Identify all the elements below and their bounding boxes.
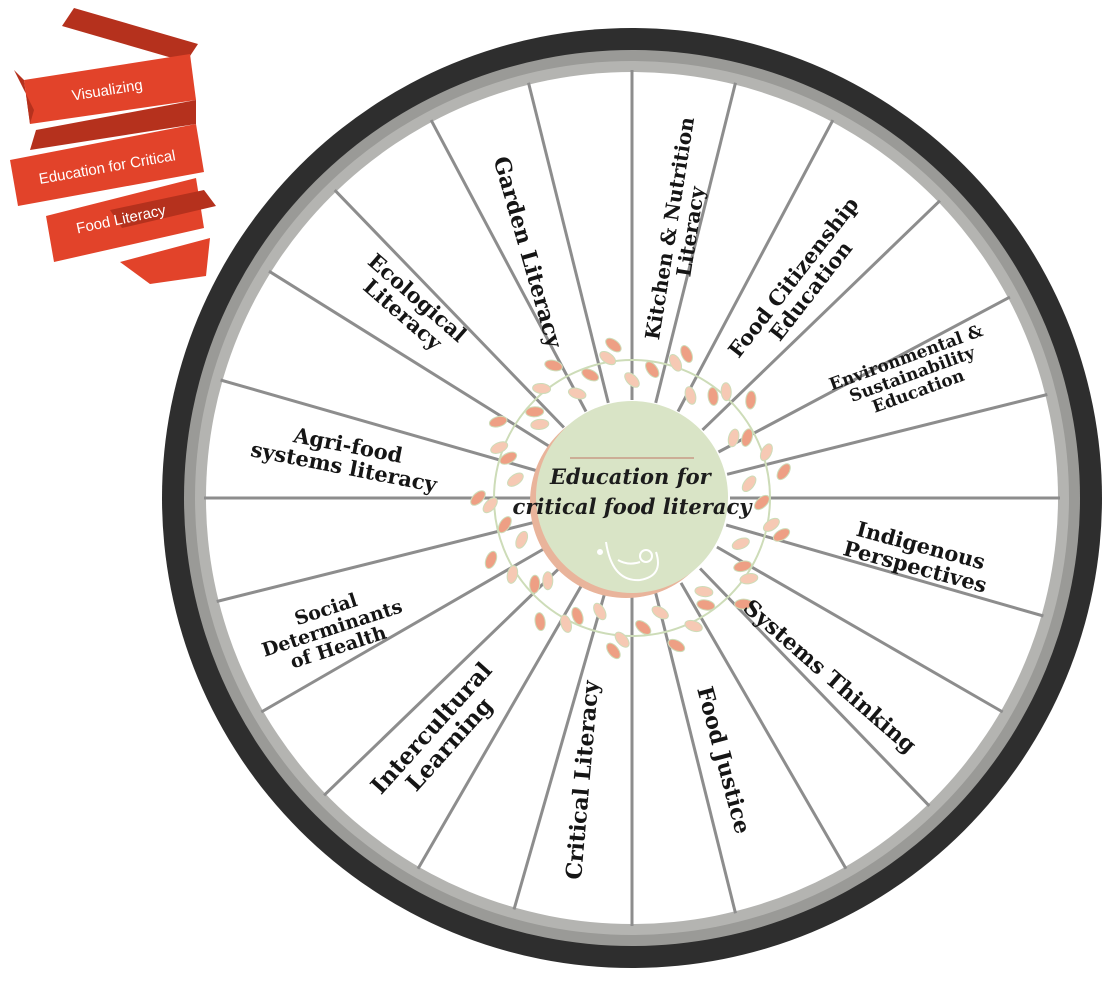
leaf bbox=[614, 631, 630, 648]
spoke bbox=[654, 82, 737, 404]
leaf bbox=[776, 463, 791, 481]
leaf bbox=[624, 372, 640, 388]
hub-swirl-icon bbox=[597, 541, 659, 582]
spoke bbox=[216, 520, 538, 603]
leaf bbox=[499, 451, 518, 465]
leaf bbox=[470, 490, 486, 506]
leaf bbox=[515, 530, 529, 549]
leaf bbox=[593, 602, 607, 621]
spoke bbox=[717, 295, 1011, 454]
banner-ribbon-tail bbox=[120, 238, 210, 284]
leaf bbox=[651, 605, 669, 620]
leaf bbox=[741, 428, 754, 447]
leaf bbox=[680, 345, 693, 363]
leaf bbox=[734, 598, 754, 610]
leaf bbox=[532, 382, 552, 395]
leaf bbox=[484, 550, 498, 569]
leaf bbox=[696, 599, 716, 611]
banner-ribbon-fold-2 bbox=[30, 100, 196, 150]
leaf bbox=[507, 472, 524, 487]
leaf bbox=[741, 475, 757, 493]
hub bbox=[536, 401, 728, 593]
leaf bbox=[720, 382, 732, 402]
spoke bbox=[716, 545, 1004, 714]
banner-ribbon-1-face bbox=[24, 54, 196, 124]
leaf bbox=[599, 350, 617, 366]
spoke bbox=[701, 199, 941, 431]
leaf bbox=[506, 565, 519, 584]
leaf bbox=[571, 606, 584, 626]
spoke bbox=[323, 565, 563, 797]
leaf bbox=[497, 516, 512, 534]
leaf bbox=[731, 537, 750, 550]
banner-ribbon-fold-3 bbox=[110, 190, 216, 228]
leaf bbox=[684, 386, 697, 405]
leaf bbox=[560, 614, 572, 633]
banner-ribbon-fold-1 bbox=[14, 70, 34, 124]
banner-ribbon-2 bbox=[10, 124, 204, 206]
leaf bbox=[635, 620, 652, 635]
leaf bbox=[534, 612, 546, 632]
spoke bbox=[726, 393, 1048, 476]
leaf bbox=[762, 517, 780, 532]
leaf bbox=[668, 353, 683, 372]
leaf bbox=[544, 359, 563, 372]
spoke bbox=[676, 119, 835, 413]
leaf bbox=[581, 368, 600, 382]
leaf bbox=[694, 586, 714, 598]
leaf bbox=[745, 390, 757, 410]
spoke bbox=[527, 82, 610, 404]
spoke bbox=[654, 592, 737, 914]
spoke bbox=[333, 189, 565, 429]
leaf bbox=[733, 560, 752, 573]
leaf bbox=[542, 571, 554, 591]
vine-wreath bbox=[470, 337, 791, 660]
spoke bbox=[679, 582, 848, 870]
spoke bbox=[220, 378, 539, 473]
leaf bbox=[727, 428, 740, 448]
leaf bbox=[739, 573, 759, 585]
leaf bbox=[667, 638, 686, 653]
leaf bbox=[488, 415, 508, 428]
leaf bbox=[606, 642, 621, 660]
spoke bbox=[512, 591, 607, 910]
leaf bbox=[525, 406, 545, 418]
spoke bbox=[260, 545, 548, 714]
leaf bbox=[490, 441, 509, 454]
spoke bbox=[416, 582, 585, 870]
leaf bbox=[707, 386, 719, 406]
leaf bbox=[567, 387, 587, 400]
leaf bbox=[684, 619, 703, 633]
title-banner: Visualizing Education for Critical Food … bbox=[10, 8, 216, 284]
banner-ribbon-1 bbox=[62, 8, 198, 62]
leaf bbox=[753, 494, 770, 511]
leaf bbox=[772, 528, 791, 542]
hub-title-line-1: Education for bbox=[549, 464, 713, 489]
hub-title-line-2: critical food literacy bbox=[513, 494, 754, 519]
leaf bbox=[482, 497, 498, 514]
hub-title: Education for critical food literacy bbox=[513, 464, 754, 519]
leaf bbox=[530, 418, 550, 430]
leaf bbox=[605, 337, 622, 353]
leaf bbox=[529, 574, 541, 594]
leaf bbox=[759, 443, 773, 462]
leaf bbox=[645, 361, 660, 378]
